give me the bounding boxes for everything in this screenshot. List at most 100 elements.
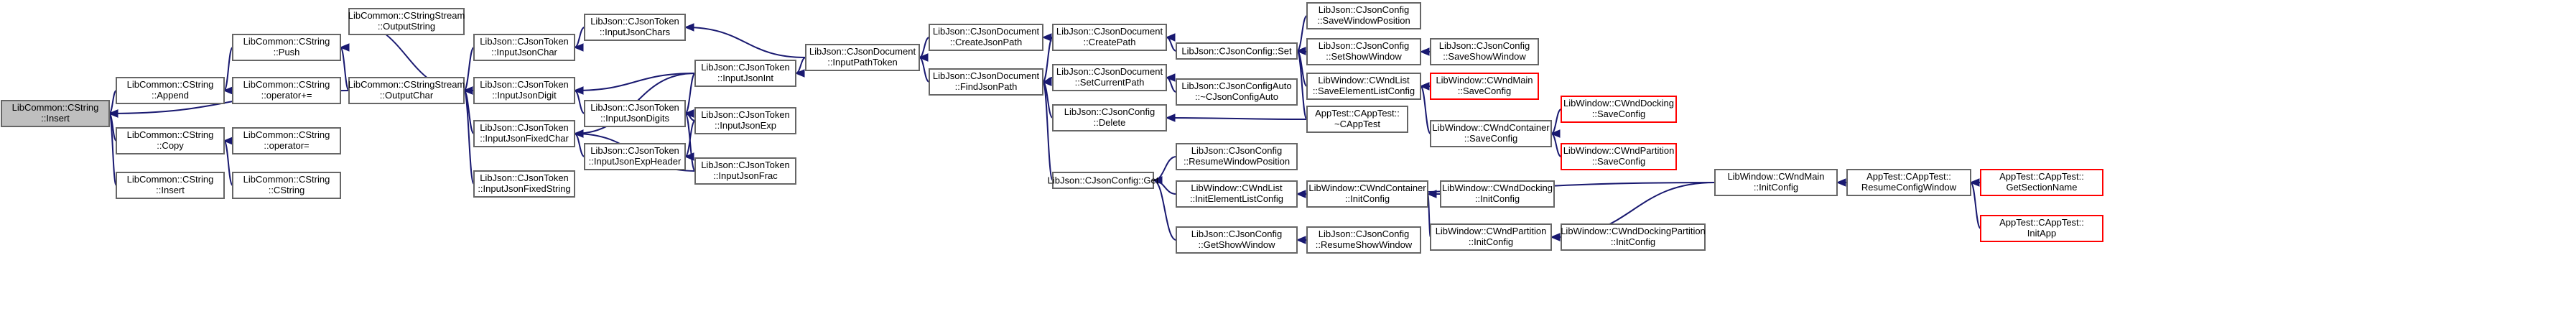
node-createPath[interactable]: LibJson::CJsonDocument::CreatePath (1052, 24, 1167, 51)
node-label-line: LibJson::CJsonConfig (1064, 106, 1155, 117)
node-cfgAuto[interactable]: LibJson::CJsonConfigAuto::~CJsonConfigAu… (1176, 78, 1298, 106)
node-dockingInit[interactable]: LibWindow::CWndDocking::InitConfig (1440, 180, 1555, 208)
node-label-line: ::InputJsonFixedChar (480, 133, 569, 144)
node-createJsonPath[interactable]: LibJson::CJsonDocument::CreateJsonPath (929, 24, 1043, 51)
node-box (694, 107, 796, 134)
node-wndMainInit[interactable]: LibWindow::CWndMain::InitConfig (1714, 169, 1838, 196)
node-insert2[interactable]: LibCommon::CString::Insert (116, 172, 225, 199)
node-inJsonFixedChar[interactable]: LibJson::CJsonToken::InputJsonFixedChar (473, 120, 575, 147)
node-insert[interactable]: LibCommon::CString::Insert (1, 100, 110, 127)
node-cfgSet[interactable]: LibJson::CJsonConfig::Set (1176, 42, 1298, 60)
node-label-line: LibWindow::CWndPartition (1436, 226, 1547, 236)
node-initElementListConfig[interactable]: LibWindow::CWndList::InitElementListConf… (1176, 180, 1298, 208)
edge-arrowhead (1550, 233, 1561, 241)
node-box (584, 14, 686, 41)
node-push[interactable]: LibCommon::CString::Push (232, 34, 341, 61)
node-findJsonPath[interactable]: LibJson::CJsonDocument::FindJsonPath (929, 68, 1043, 96)
node-inJsonDigits[interactable]: LibJson::CJsonToken::InputJsonDigits (584, 100, 686, 127)
node-inJsonExpHeader[interactable]: LibJson::CJsonToken::InputJsonExpHeader (584, 143, 686, 170)
node-label-line: LibJson::CJsonDocument (1056, 26, 1163, 37)
node-outputString[interactable]: LibCommon::CStringStream::OutputString (348, 8, 465, 35)
node-label-line: LibCommon::CString (243, 129, 330, 140)
edge-arrowhead (1550, 129, 1561, 138)
node-label-line: ::InitConfig (1754, 182, 1798, 193)
node-append[interactable]: LibCommon::CString::Append (116, 77, 225, 104)
node-inJsonInt[interactable]: LibJson::CJsonToken::InputJsonInt (694, 60, 796, 87)
node-label-line: LibCommon::CString (127, 79, 214, 90)
edge-arrowhead (573, 43, 584, 52)
edge-arrowhead (794, 69, 805, 78)
node-partitionSave[interactable]: LibWindow::CWndPartition::SaveConfig (1561, 143, 1677, 170)
edge-inJsonChar-to-outputChar (463, 47, 475, 91)
node-label-line: LibJson::CJsonToken (701, 62, 790, 73)
node-containerInit[interactable]: LibWindow::CWndContainer::InitConfig (1306, 180, 1428, 208)
node-inJsonDigit[interactable]: LibJson::CJsonToken::InputJsonDigit (473, 77, 575, 104)
node-label-line: ::InitConfig (1345, 193, 1390, 204)
node-appTestDtor[interactable]: AppTest::CAppTest::~CAppTest (1306, 106, 1408, 133)
node-outputChar[interactable]: LibCommon::CStringStream::OutputChar (348, 77, 465, 104)
node-label-line: ::InputJsonDigit (492, 90, 557, 101)
node-inJsonFrac[interactable]: LibJson::CJsonToken::InputJsonFrac (694, 157, 796, 185)
node-label-line: ::operator= (264, 140, 309, 151)
node-setShowWindow[interactable]: LibJson::CJsonConfig::SetShowWindow (1306, 38, 1421, 65)
node-label-line: ::InputJsonExp (715, 120, 776, 131)
node-inJsonFixedString[interactable]: LibJson::CJsonToken::InputJsonFixedStrin… (473, 170, 575, 198)
node-label-line: ::OutputChar (380, 90, 434, 101)
node-resumeWindowPos[interactable]: LibJson::CJsonConfig::ResumeWindowPositi… (1176, 143, 1298, 170)
node-label-line: ResumeConfigWindow (1861, 182, 1957, 193)
node-label-line: LibCommon::CString (243, 174, 330, 185)
node-box (1306, 180, 1428, 208)
node-initApp[interactable]: AppTest::CAppTest::InitApp (1980, 215, 2103, 242)
edge-arrowhead (1152, 176, 1163, 185)
node-setCurrentPath[interactable]: LibJson::CJsonDocument::SetCurrentPath (1052, 64, 1167, 91)
node-label-line: ::operator+= (261, 90, 312, 101)
node-label-line: AppTest::CAppTest:: (1866, 171, 1951, 182)
node-label-line: ::Push (274, 47, 300, 57)
node-getSectionName[interactable]: AppTest::CAppTest::GetSectionName (1980, 169, 2103, 196)
edge-arrowhead (1426, 190, 1437, 198)
node-dockPartInit[interactable]: LibWindow::CWndDockingPartition::InitCon… (1561, 223, 1706, 251)
node-label-line: AppTest::CAppTest:: (1315, 108, 1400, 119)
node-box (1306, 2, 1421, 29)
node-label-line: LibWindow::CWndDockingPartition (1561, 226, 1706, 236)
node-resumeShowWindow[interactable]: LibJson::CJsonConfig::ResumeShowWindow (1306, 226, 1421, 254)
node-label-line: ::SaveElementListConfig (1313, 86, 1415, 96)
node-saveElementListConfig[interactable]: LibWindow::CWndList::SaveElementListConf… (1306, 73, 1421, 100)
node-label-line: ::InitConfig (1469, 236, 1513, 247)
node-label-line: InitApp (2027, 228, 2056, 239)
edge-createPath-to-findJsonPath (1042, 37, 1054, 83)
node-partitionInit[interactable]: LibWindow::CWndPartition::InitConfig (1430, 223, 1552, 251)
node-label-line: ::CreatePath (1084, 37, 1136, 47)
node-label-line: ::Delete (1094, 117, 1126, 128)
edge-arrowhead (339, 43, 350, 52)
node-saveShowWindow[interactable]: LibJson::CJsonConfig::SaveShowWindow (1430, 38, 1539, 65)
node-inJsonChars[interactable]: LibJson::CJsonToken::InputJsonChars (584, 14, 686, 41)
node-wndMainSave[interactable]: LibWindow::CWndMain::SaveConfig (1430, 73, 1539, 100)
node-cstring[interactable]: LibCommon::CString::CString (232, 172, 341, 199)
node-saveWindowPos[interactable]: LibJson::CJsonConfig::SaveWindowPosition (1306, 2, 1421, 29)
edge-arrowhead (1041, 33, 1052, 42)
edge-cfgGet-to-findJsonPath (1042, 81, 1054, 181)
node-box (232, 77, 341, 104)
node-box (473, 170, 575, 198)
node-box (694, 157, 796, 185)
node-label-line: LibJson::CJsonDocument (933, 70, 1040, 81)
node-label-line: ::SaveConfig (1458, 86, 1511, 96)
node-inJsonExp[interactable]: LibJson::CJsonToken::InputJsonExp (694, 107, 796, 134)
node-box (1176, 226, 1298, 254)
node-inPathToken[interactable]: LibJson::CJsonDocument::InputPathToken (805, 44, 920, 71)
node-cfgDelete[interactable]: LibJson::CJsonConfig::Delete (1052, 104, 1167, 131)
node-opeq2[interactable]: LibCommon::CString::operator= (232, 127, 341, 154)
node-label-line: LibJson::CJsonToken (480, 79, 569, 90)
node-cfgGet[interactable]: LibJson::CJsonConfig::Get (1048, 172, 1159, 189)
node-opeq[interactable]: LibCommon::CString::operator+= (232, 77, 341, 104)
node-label-line: LibJson::CJsonConfigAuto (1181, 80, 1291, 91)
node-getShowWindow[interactable]: LibJson::CJsonConfig::GetShowWindow (1176, 226, 1298, 254)
node-copy[interactable]: LibCommon::CString::Copy (116, 127, 225, 154)
node-inJsonChar[interactable]: LibJson::CJsonToken::InputJsonChar (473, 34, 575, 61)
edge-containerSave-to-saveElementListConfig (1420, 86, 1431, 134)
node-label-line: ::SaveWindowPosition (1317, 15, 1410, 26)
node-resumeConfigWindow[interactable]: AppTest::CAppTest::ResumeConfigWindow (1846, 169, 1971, 196)
node-containerSave[interactable]: LibWindow::CWndContainer::SaveConfig (1430, 120, 1552, 147)
node-dockingSave[interactable]: LibWindow::CWndDocking::SaveConfig (1561, 96, 1677, 123)
